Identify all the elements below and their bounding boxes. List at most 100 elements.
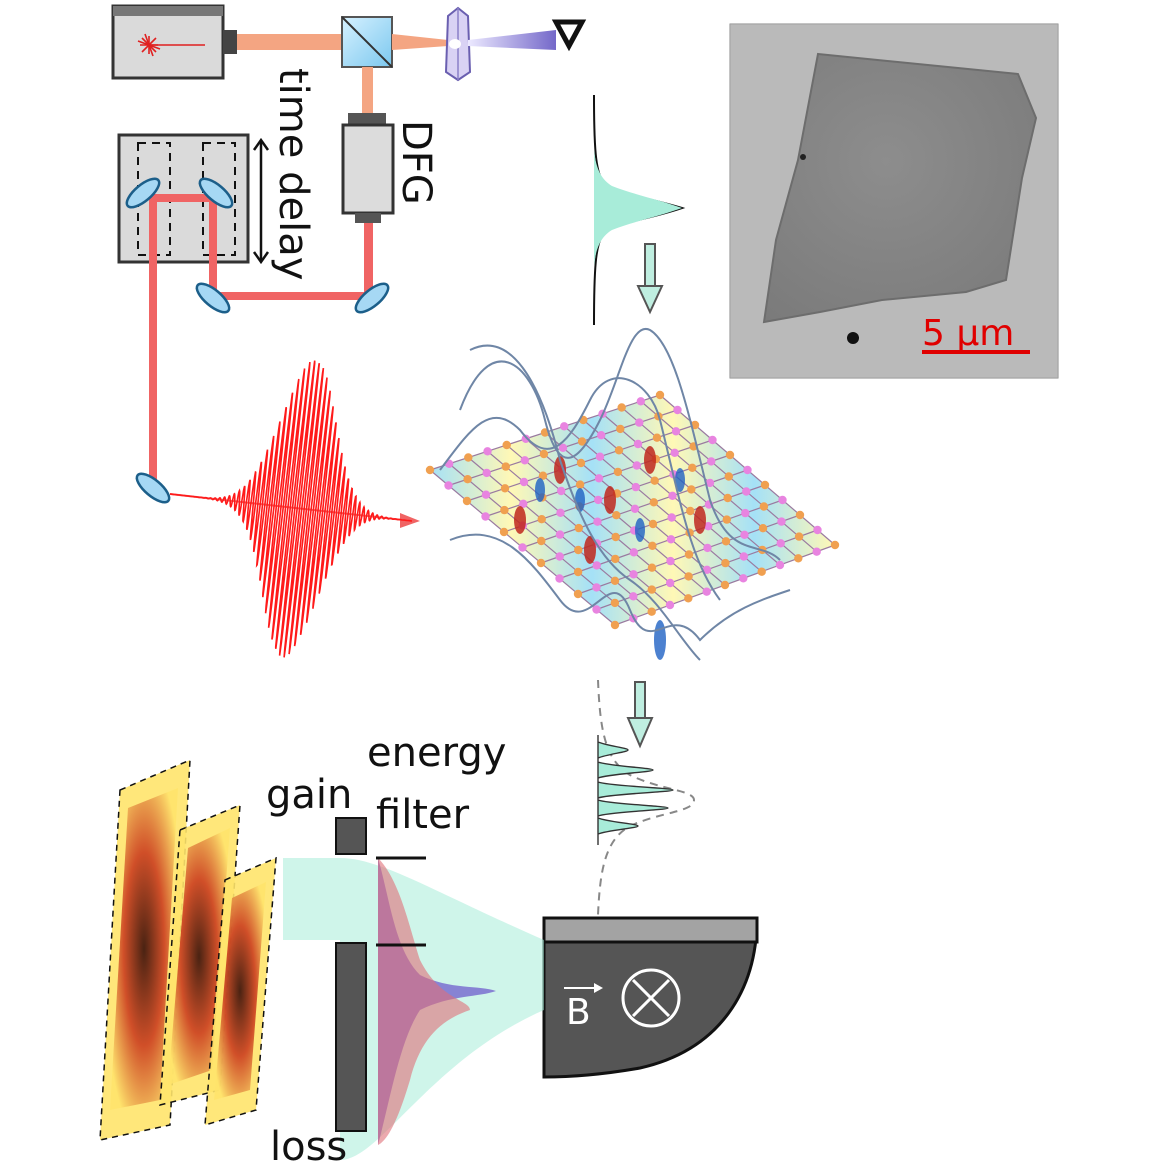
lattice-atom: [557, 486, 566, 496]
lattice-atom: [650, 476, 659, 485]
lattice-atom: [684, 572, 693, 581]
lattice-atom: [574, 545, 583, 555]
detector-triangle-icon: [551, 19, 587, 52]
lattice-atom: [670, 448, 679, 457]
lattice-atom: [666, 535, 676, 544]
lattice-atom: [611, 532, 620, 542]
time-delay-arrow: [252, 137, 270, 265]
lattice-atom: [743, 465, 752, 475]
lattice-atom: [631, 482, 640, 492]
lattice-atom: [777, 517, 786, 526]
lattice-atom: [741, 508, 750, 518]
lattice-atom: [708, 435, 717, 445]
lattice-atom: [705, 478, 715, 488]
lattice-atom: [666, 556, 675, 566]
lattice-atom: [739, 552, 748, 561]
dfg-output-beam: [364, 223, 373, 293]
lattice-atom: [519, 499, 528, 508]
lattice-atom: [652, 433, 662, 442]
splitter-to-dfg-beam: [362, 67, 373, 113]
lattice-atom: [666, 578, 675, 588]
lattice-atom: [519, 477, 529, 487]
down-arrow-icon: [636, 243, 664, 315]
lattice-atom: [482, 468, 491, 478]
lattice-atom: [558, 443, 568, 452]
lattice-atom: [575, 480, 585, 489]
thz-pulse: [169, 360, 420, 658]
lattice-atom: [481, 512, 490, 521]
lattice-atom: [704, 522, 713, 531]
lattice-atom: [595, 452, 605, 461]
lattice-atom: [592, 561, 601, 570]
dfg-label: DFG: [393, 120, 439, 205]
lattice-atom: [707, 457, 716, 466]
down-arrow-icon: [626, 681, 654, 749]
lattice-atom: [597, 431, 606, 440]
filtered-image-stack: [99, 758, 277, 1141]
field-into-page-icon: [621, 968, 681, 1028]
lattice-atom: [537, 536, 546, 546]
lattice-atom: [759, 502, 769, 511]
sample-lattice: [425, 327, 840, 661]
electron-pulse-modulated: [597, 679, 696, 916]
lattice-atom: [610, 620, 620, 630]
lattice-atom: [688, 463, 697, 472]
lattice-atom: [758, 524, 768, 533]
magnetic-field-label: B: [566, 992, 591, 1033]
energy-label: energy: [367, 730, 506, 776]
lattice-atom: [667, 513, 676, 522]
lattice-atom: [555, 530, 565, 539]
lattice-atom: [795, 510, 805, 520]
lattice-atom: [742, 487, 751, 496]
energy-filter-slits: [335, 817, 426, 1132]
gain-label: gain: [266, 772, 352, 818]
lattice-atom: [502, 440, 511, 450]
pump-beam: [237, 34, 342, 50]
energy-spectrum: [378, 858, 496, 1145]
tem-image: [729, 23, 1059, 379]
lattice-atom: [425, 465, 435, 475]
loss-label: loss: [270, 1124, 347, 1167]
lattice-atom: [778, 495, 787, 505]
lattice-atom: [684, 550, 694, 559]
lattice-atom: [757, 567, 766, 576]
lattice-atom: [500, 505, 509, 515]
dfg-unit: [341, 113, 395, 223]
lattice-atom: [776, 539, 785, 548]
time-delay-label: time delay: [270, 68, 316, 280]
lattice-atom: [665, 600, 675, 610]
lattice-atom: [518, 543, 527, 552]
lattice-atom: [501, 462, 510, 471]
lattice-atom: [593, 517, 602, 526]
lattice-atom: [611, 554, 620, 564]
lattice-atom: [616, 424, 625, 434]
lattice-atom: [775, 560, 785, 570]
lattice-atom: [740, 530, 749, 539]
lattice-atom: [633, 439, 643, 449]
lattice-atom: [635, 418, 644, 427]
lattice-atom: [648, 519, 658, 529]
lattice-atom: [686, 506, 695, 516]
lattice-atom: [576, 458, 586, 468]
lattice-atom: [830, 540, 840, 550]
beam-splitter-icon: [341, 16, 393, 68]
lattice-atom: [555, 552, 564, 561]
lattice-atom: [556, 508, 565, 517]
lattice-atom: [613, 467, 623, 477]
lattice-atom: [702, 587, 711, 596]
lattice-atom: [560, 422, 569, 431]
lattice-atom: [647, 563, 657, 572]
lattice-atom: [655, 390, 665, 400]
lattice-atom: [632, 461, 641, 470]
lattice-atom: [721, 558, 730, 568]
lattice-atom: [555, 574, 564, 583]
lattice-atom: [500, 484, 510, 493]
crystal-icon: [444, 6, 472, 82]
lattice-atom: [702, 565, 712, 574]
lattice-atom: [594, 474, 604, 483]
lattice-atom: [722, 515, 731, 524]
lattice-atom: [794, 554, 803, 563]
lattice-atom: [539, 449, 549, 459]
lattice-atom: [521, 434, 530, 443]
